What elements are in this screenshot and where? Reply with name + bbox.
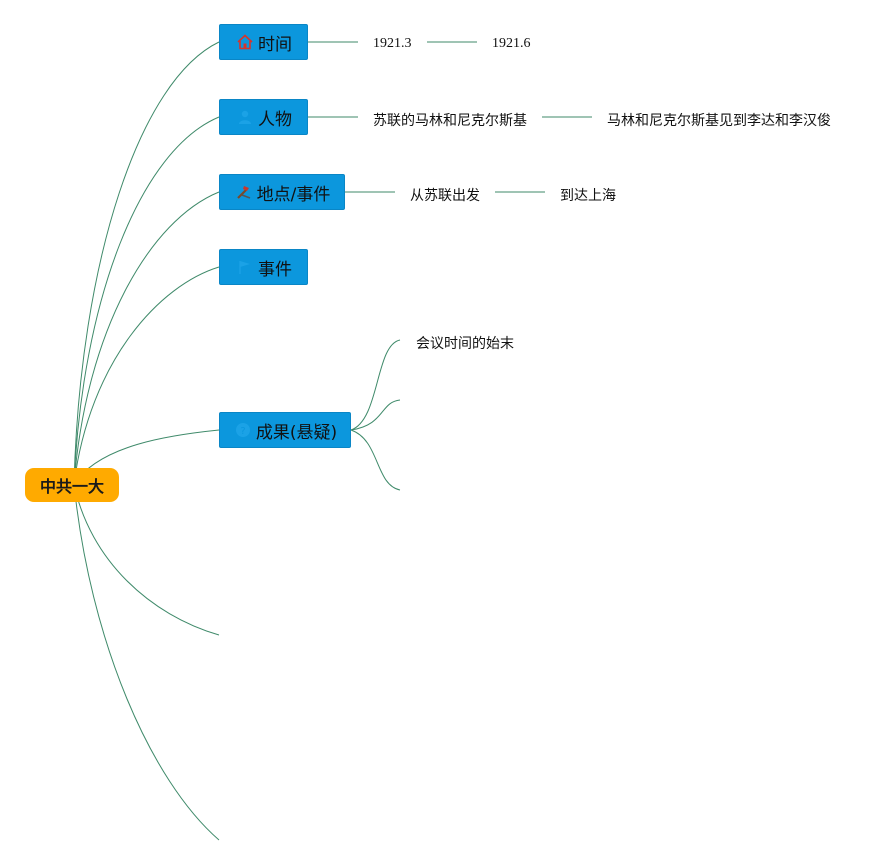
house-icon: [235, 32, 255, 52]
connector-root-place: [73, 191, 220, 485]
connector-result-leaf1: [350, 339, 401, 431]
branch-time[interactable]: 时间: [219, 24, 308, 60]
leaf-people-2[interactable]: 马林和尼克尔斯基见到李达和李汉俊: [607, 113, 831, 129]
leaf-place-2[interactable]: 到达上海: [560, 188, 616, 204]
branch-people-label: 人物: [258, 109, 292, 130]
connector-root-time: [73, 41, 220, 485]
branch-event-label: 事件: [258, 259, 292, 280]
branch-place-label: 地点/事件: [256, 184, 331, 205]
tools-icon: [234, 182, 254, 202]
leaf-place-1[interactable]: 从苏联出发: [410, 188, 480, 204]
person-icon: [235, 107, 255, 127]
branch-result[interactable]: ? 成果(悬疑): [219, 412, 351, 448]
branch-place[interactable]: 地点/事件: [219, 174, 345, 210]
connector-result-leaf2: [350, 399, 401, 431]
connector-root-event: [73, 266, 220, 485]
connector-root-empty-2: [73, 483, 220, 841]
root-label: 中共一大: [39, 477, 104, 496]
branch-result-label: 成果(悬疑): [255, 422, 338, 443]
question-icon: ?: [233, 420, 253, 440]
connector-root-empty-1: [73, 483, 220, 636]
leaf-people-1[interactable]: 苏联的马林和尼克尔斯基: [373, 113, 527, 129]
connector-root-people: [73, 116, 220, 485]
leaf-time-start[interactable]: 1921.3: [373, 36, 412, 51]
branch-time-label: 时间: [258, 34, 292, 55]
connector-result-leaf3: [350, 429, 401, 491]
flag-icon: [235, 257, 255, 277]
branch-event[interactable]: 事件: [219, 249, 308, 285]
svg-text:?: ?: [240, 426, 245, 437]
leaf-time-end[interactable]: 1921.6: [492, 36, 531, 51]
leaf-result-1[interactable]: 会议时间的始末: [416, 336, 514, 352]
branch-people[interactable]: 人物: [219, 99, 308, 135]
root-node[interactable]: 中共一大: [25, 468, 119, 502]
